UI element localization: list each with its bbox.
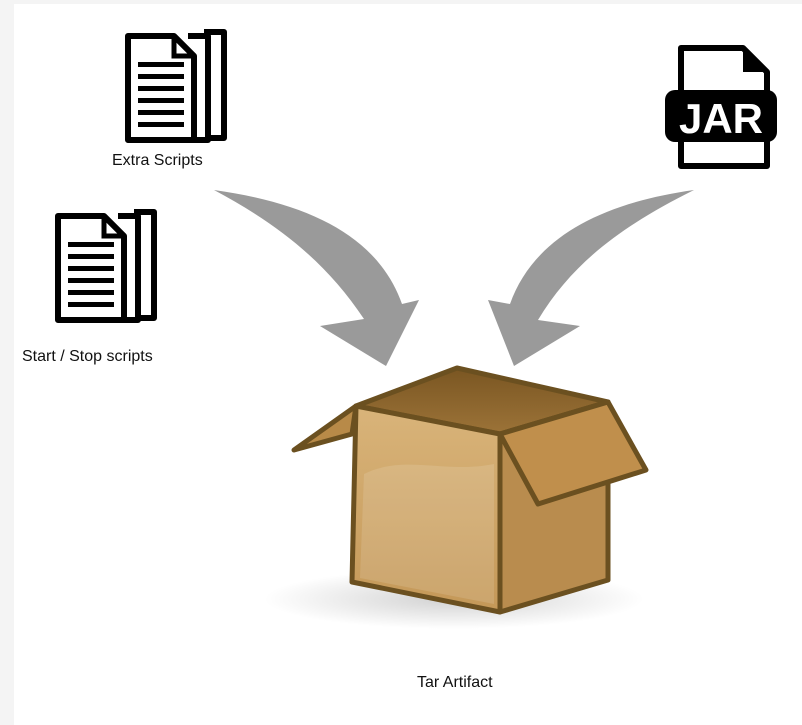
tar-artifact-label: Tar Artifact [417,674,493,691]
documents-icon [125,29,227,143]
documents-icon [55,209,157,323]
extra-scripts-label: Extra Scripts [112,152,203,169]
arrow-icon [488,190,694,366]
box-icon [291,365,649,615]
jar-file-icon: JAR [665,45,777,169]
jar-badge-text: JAR [679,95,763,142]
start-stop-scripts-label: Start / Stop scripts [22,348,153,365]
diagram-svg: JAR [55,29,777,629]
arrow-icon [214,190,419,366]
diagram-canvas: JAR Extra Scripts Start / Stop scripts T… [14,4,802,725]
